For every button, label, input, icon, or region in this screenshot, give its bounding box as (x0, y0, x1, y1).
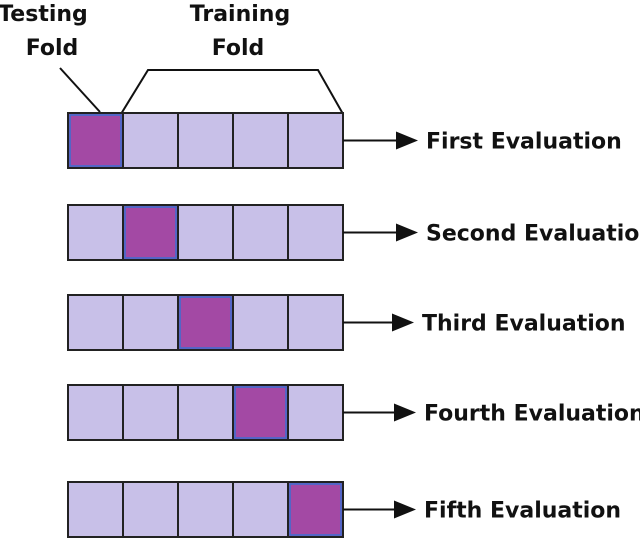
evaluation-row: First Evaluation (67, 112, 622, 169)
arrow-head-icon (392, 313, 414, 332)
training-fold-cell (67, 294, 124, 351)
testing-fold-highlight (124, 206, 177, 259)
training-fold-cell (67, 384, 124, 441)
testing-fold-cell (67, 112, 124, 169)
training-fold-cell (287, 112, 344, 169)
testing-fold-cell (287, 481, 344, 538)
evaluation-row: Third Evaluation (67, 294, 626, 351)
evaluation-row: Fifth Evaluation (67, 481, 621, 538)
testing-fold-cell (122, 204, 179, 261)
training-fold-cell (177, 384, 234, 441)
testing-fold-cell (177, 294, 234, 351)
testing-fold-pointer (59, 67, 101, 113)
arrow-head-icon (394, 403, 416, 422)
evaluation-row: Second Evaluation (67, 204, 640, 261)
training-fold-cell (287, 204, 344, 261)
testing-fold-cell (232, 384, 289, 441)
training-fold-cell (122, 112, 179, 169)
testing-fold-highlight (234, 386, 287, 439)
arrow-head-icon (394, 500, 416, 519)
training-fold-cell (122, 384, 179, 441)
training-fold-cell (122, 294, 179, 351)
training-fold-cell (177, 204, 234, 261)
training-fold-cell (232, 294, 289, 351)
arrow-head-icon (396, 223, 418, 242)
training-fold-cell (287, 384, 344, 441)
training-fold-cell (232, 112, 289, 169)
testing-fold-label-line1: Testing (0, 2, 88, 27)
training-fold-cell (232, 204, 289, 261)
evaluation-label: Fifth Evaluation (424, 499, 621, 524)
training-fold-cell (122, 481, 179, 538)
testing-fold-highlight (289, 483, 342, 536)
evaluation-label: Fourth Evaluation (424, 402, 640, 427)
evaluation-label: Second Evaluation (426, 222, 640, 247)
evaluation-label: Third Evaluation (422, 312, 626, 337)
training-fold-label-line2: Fold (212, 36, 265, 61)
training-fold-label-line1: Training (190, 2, 290, 27)
testing-fold-label-line2: Fold (26, 36, 79, 61)
evaluation-row: Fourth Evaluation (67, 384, 640, 441)
training-fold-cell (232, 481, 289, 538)
training-fold-cell (177, 112, 234, 169)
testing-fold-highlight (69, 114, 122, 167)
evaluation-label: First Evaluation (426, 130, 622, 155)
training-fold-bracket (120, 69, 344, 115)
arrow-head-icon (396, 131, 418, 150)
training-fold-cell (177, 481, 234, 538)
testing-fold-highlight (179, 296, 232, 349)
training-fold-cell (287, 294, 344, 351)
training-fold-cell (67, 481, 124, 538)
training-fold-cell (67, 204, 124, 261)
